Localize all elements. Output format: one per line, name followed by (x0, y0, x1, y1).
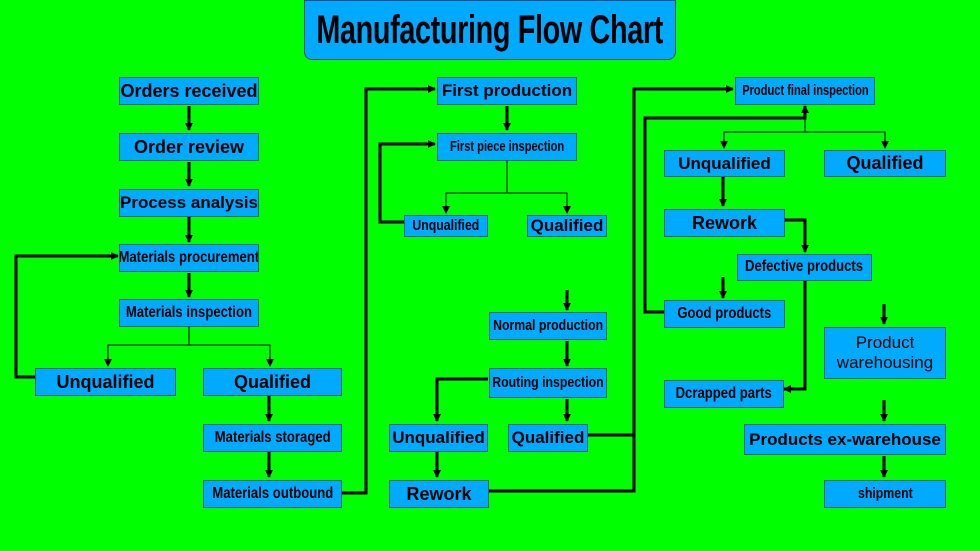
node-orders-received: Orders received (119, 77, 259, 105)
node-shipment-label: shipment (857, 485, 913, 503)
node-normal-production-label: Normal production (492, 317, 604, 335)
node-materials-storaged: Materials storaged (203, 424, 342, 452)
split-materials-inspection (104, 327, 190, 367)
node-materials-outbound: Materials outbound (203, 480, 342, 508)
node-final-unqualified-label: Unqualified (678, 153, 771, 173)
node-scrapped-parts-label: Dcrapped parts (675, 384, 773, 402)
node-final-unqualified: Unqualified (664, 150, 785, 177)
node-routing-rework-label: Rework (406, 483, 472, 504)
arrow-qualified-to-final-inspection (588, 85, 734, 437)
node-product-final-inspection: Product final inspection (735, 77, 875, 105)
loop-first-piece-unqualified (378, 140, 436, 224)
node-good-products: Good products (664, 300, 785, 328)
node-defective-products-label: Defective products (745, 258, 864, 276)
node-first-piece-qualified-label: Qualified (530, 216, 604, 236)
chart-title: Manufacturing Flow Chart (304, 0, 676, 60)
node-first-production: First production (437, 77, 577, 105)
node-routing-qualified-label: Qualified (511, 428, 585, 448)
chart-title-text: Manufacturing Flow Chart (316, 7, 664, 52)
split-final-inspection-right (805, 131, 889, 149)
node-routing-unqualified: Unqualified (389, 424, 488, 452)
node-products-ex-warehouse: Products ex-warehouse (744, 424, 946, 455)
node-first-piece-unqualified: Unqualified (404, 215, 488, 237)
node-product-final-inspection-label: Product final inspection (741, 82, 869, 100)
node-materials-inspection-label: Materials inspection (125, 303, 253, 321)
node-final-rework-label: Rework (691, 212, 758, 233)
node-first-piece-inspection: First piece inspection (437, 133, 577, 161)
arrow-defective-to-scrapped (783, 281, 807, 393)
node-orders-received-label: Orders received (120, 80, 258, 101)
node-routing-qualified: Qualified (508, 424, 588, 452)
node-first-production-label: First production (441, 81, 573, 101)
node-materials-procurement: Materials procurement (119, 244, 259, 272)
arrow-routing-to-unqualified (433, 377, 488, 422)
node-materials-unqualified: Unqualified (35, 368, 176, 396)
node-product-warehousing: Product warehousing (824, 327, 946, 379)
node-first-piece-qualified: Qualified (527, 215, 607, 237)
node-routing-inspection-label: Routing inspection (492, 374, 604, 392)
arrow-outbound-to-first-production (342, 85, 436, 495)
node-materials-inspection: Materials inspection (119, 299, 259, 327)
node-routing-unqualified-label: Unqualified (392, 428, 485, 448)
node-materials-qualified: Qualified (203, 368, 342, 396)
node-products-ex-warehouse-label: Products ex-warehouse (749, 429, 941, 449)
split-final-inspection (720, 106, 806, 149)
node-scrapped-parts: Dcrapped parts (664, 380, 784, 408)
split-materials-inspection-right (189, 344, 274, 367)
node-final-rework: Rework (664, 209, 785, 237)
node-product-warehousing-label: Product warehousing (836, 333, 934, 372)
node-materials-outbound-label: Materials outbound (211, 484, 334, 502)
node-defective-products: Defective products (737, 254, 872, 281)
node-order-review-label: Order review (133, 136, 245, 157)
node-first-piece-inspection-label: First piece inspection (449, 138, 565, 156)
node-normal-production: Normal production (489, 312, 607, 340)
node-process-analysis: Process analysis (119, 189, 259, 217)
split-first-piece (442, 161, 508, 214)
node-routing-inspection: Routing inspection (489, 368, 607, 398)
node-final-qualified-label: Qualified (846, 153, 924, 174)
node-materials-unqualified-label: Unqualified (56, 371, 155, 392)
loop-materials-unqualified (14, 252, 119, 379)
node-shipment: shipment (824, 480, 946, 508)
split-first-piece-right (507, 192, 571, 214)
node-routing-rework: Rework (389, 480, 489, 508)
node-materials-procurement-label: Materials procurement (119, 248, 259, 266)
arrow-rework-to-final-inspection (489, 435, 636, 493)
node-materials-qualified-label: Qualified (233, 371, 311, 392)
node-first-piece-unqualified-label: Unqualified (412, 217, 480, 235)
node-good-products-label: Good products (677, 304, 772, 322)
node-materials-storaged-label: Materials storaged (214, 428, 331, 446)
arrow-rework-to-defective (785, 218, 809, 253)
node-final-qualified: Qualified (824, 150, 946, 177)
node-order-review: Order review (119, 133, 259, 161)
node-process-analysis-label: Process analysis (120, 193, 258, 213)
